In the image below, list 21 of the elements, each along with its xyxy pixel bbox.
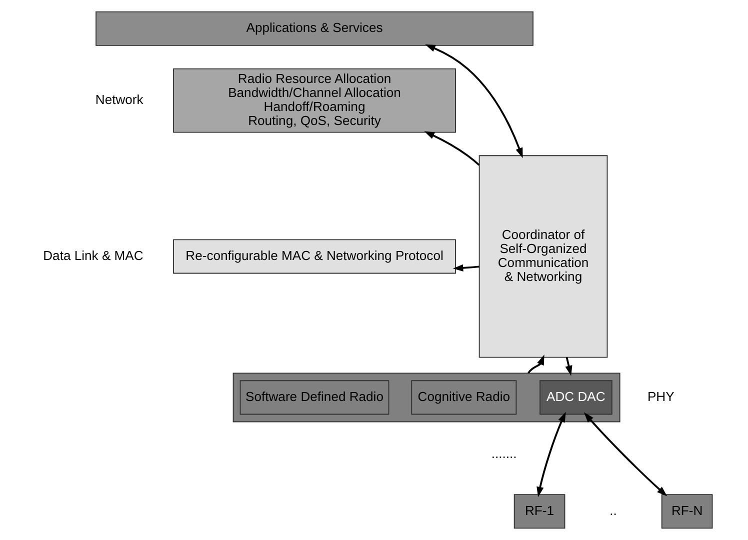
node-box: Re-configurable MAC & Networking Protocol [172,239,456,274]
label: PHY [646,388,674,404]
label: ....... [490,446,516,461]
node-box: Radio Resource Allocation Bandwidth/Channel Allocation Handoff/Roaming Routing, QoS, Security [172,68,456,133]
arrow [527,354,544,374]
label: .. [609,502,616,518]
node-box: RF-1 [513,494,565,529]
arrow [536,412,566,498]
node-box: Coordinator of Self-Organized Communication & Networking [478,155,608,358]
arrow [424,131,480,166]
node-box: ADC DAC [539,380,612,415]
label: Data Link & MAC [42,248,143,263]
arrow [564,357,572,376]
arrow [452,264,479,272]
node-box: Cognitive Radio [410,380,516,415]
arrow [583,412,667,496]
node-box: Applications & Services [95,11,533,46]
node-box: Software Defined Radio [239,380,389,415]
arrow [424,44,522,158]
label: Network [94,92,143,107]
node-box: RF-N [660,494,712,529]
